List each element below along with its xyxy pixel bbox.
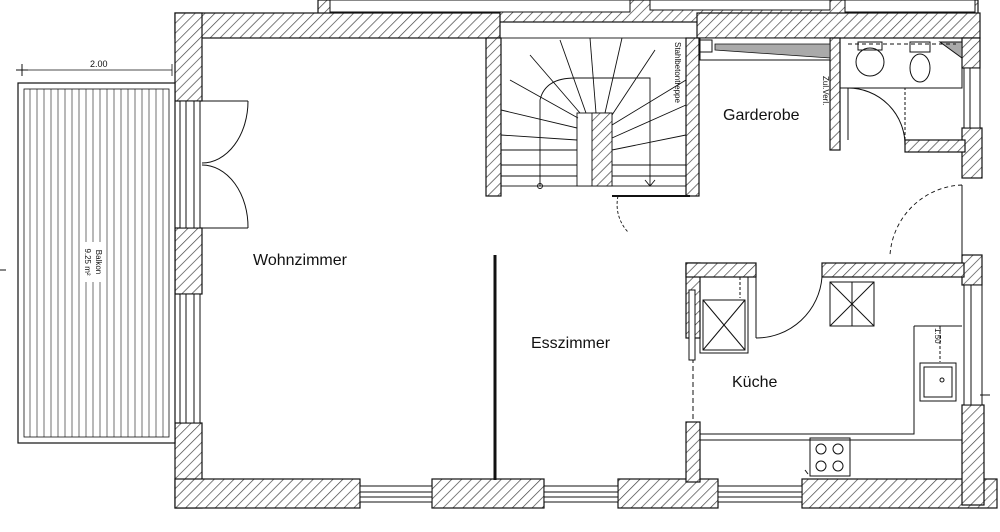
room-label-garderobe: Garderobe <box>723 107 800 124</box>
bottom-windows <box>359 485 803 503</box>
garderobe-closet <box>699 37 831 61</box>
room-label-kueche: Küche <box>732 374 777 391</box>
kitchen-door <box>755 276 823 339</box>
interior-walls <box>485 37 966 483</box>
room-label-esszimmer: Esszimmer <box>531 335 611 352</box>
staircase <box>500 37 690 233</box>
balcony-width-dimension: 2.00 <box>90 59 108 69</box>
balcony-doors <box>179 100 249 424</box>
balcony-area: 9.25 m² <box>83 248 92 275</box>
right-windows <box>963 67 983 406</box>
dimension-marks <box>0 64 990 396</box>
kitchen-dimension: 1.50 <box>933 328 942 344</box>
wc-label: Zul.Verl. <box>821 76 830 105</box>
balcony: 2.00 Balkon 9.25 m² <box>17 59 176 444</box>
entrance-door-swing <box>889 184 963 256</box>
stair-label: Stahlbetontreppe <box>673 42 682 103</box>
wc-room <box>839 37 963 146</box>
kitchen-counter <box>700 325 962 477</box>
kitchen-shaft <box>699 276 749 354</box>
balcony-label: Balkon <box>94 250 103 274</box>
kitchen-tall-unit <box>829 281 875 327</box>
exterior-walls <box>174 12 998 509</box>
room-label-wohnzimmer: Wohnzimmer <box>253 252 348 269</box>
